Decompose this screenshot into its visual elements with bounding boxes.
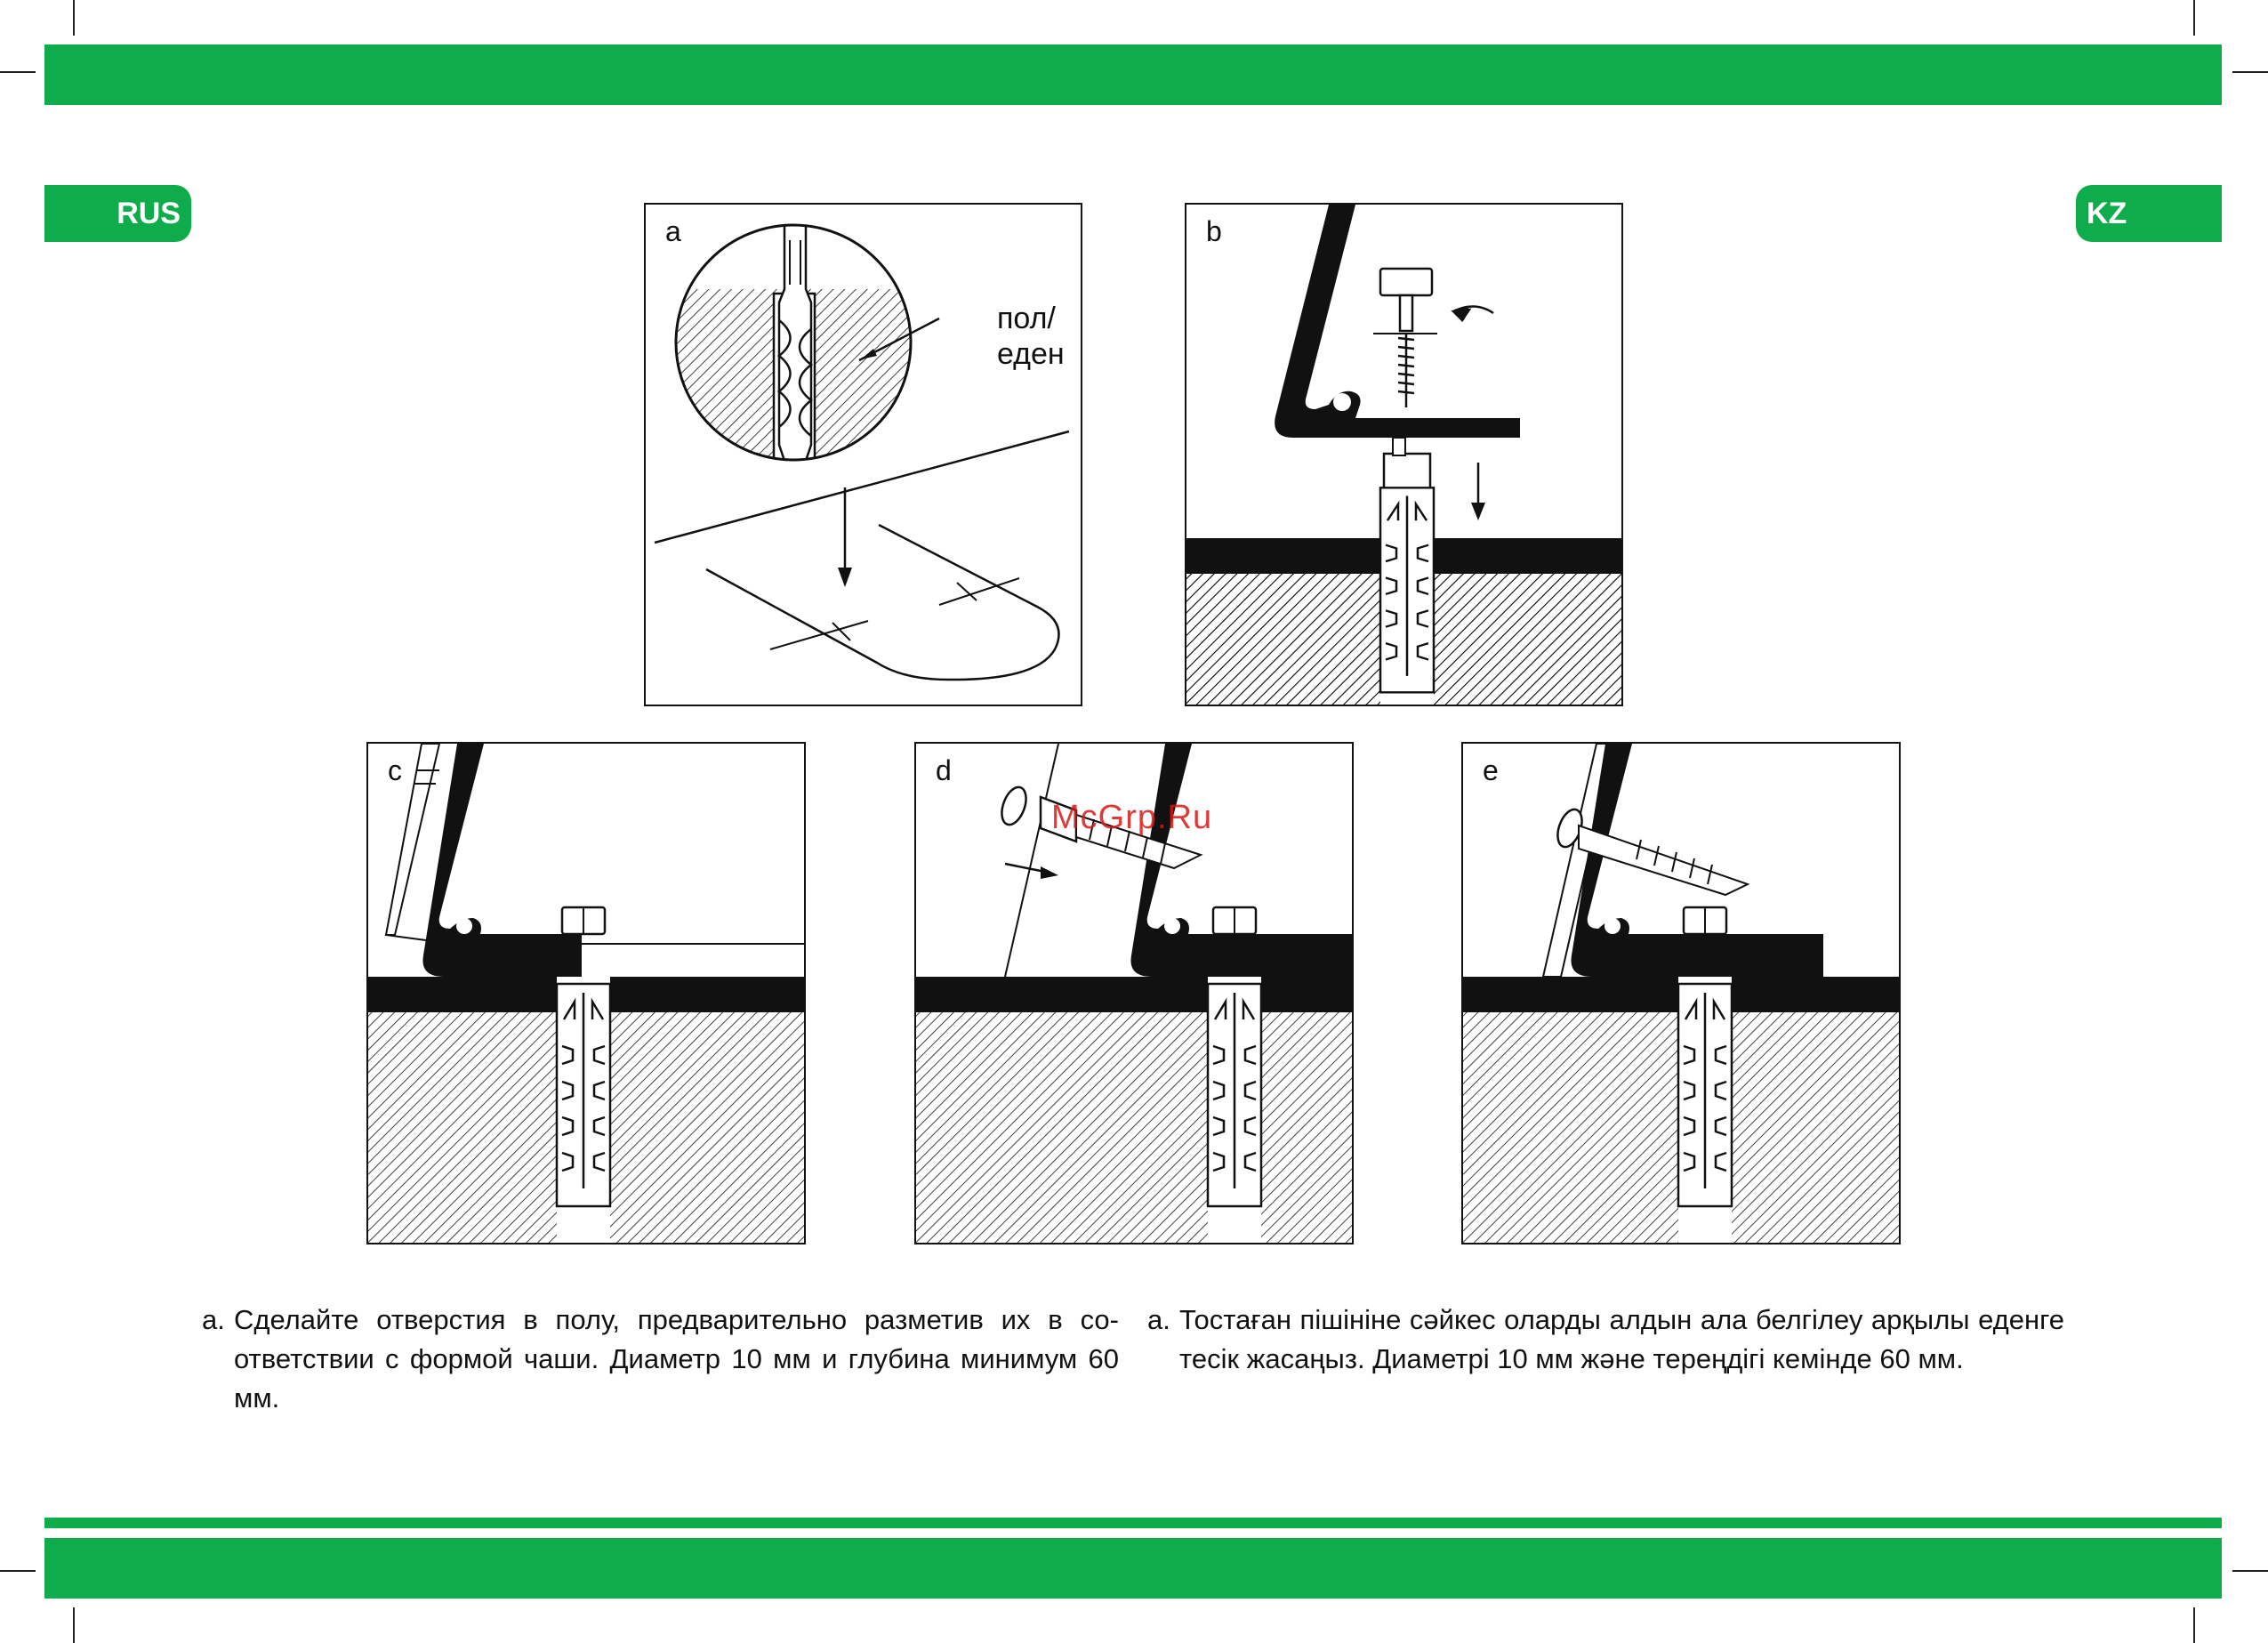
step-marker: a. — [202, 1301, 225, 1340]
crop-mark — [2232, 1570, 2268, 1572]
instruction-text: Тостаған пішініне сәйкес оларды алдын ал… — [1179, 1304, 2064, 1374]
crop-mark — [73, 1607, 75, 1643]
step-marker: a. — [1147, 1301, 1170, 1340]
crop-mark — [2232, 71, 2268, 73]
diagram-panel-e: e — [1461, 742, 1901, 1244]
floor-callout: пол/ еден — [997, 301, 1065, 372]
diagram-panel-c: c — [366, 742, 806, 1244]
panel-letter: e — [1483, 754, 1499, 787]
bowl-fixed-illustration — [368, 744, 806, 1244]
watermark: McGrp.Ru — [1051, 799, 1212, 837]
diagram-panel-a: a пол/ еден — [644, 203, 1082, 706]
crop-mark — [2193, 1607, 2195, 1643]
panel-letter: a — [665, 215, 681, 248]
drill-floor-illustration — [646, 205, 1082, 706]
instruction-rus: a. Сделайте отверстия в полу, предварите… — [234, 1301, 1119, 1418]
crop-mark — [73, 0, 75, 36]
language-tab-rus: RUS — [44, 185, 191, 242]
header-band — [44, 44, 2222, 105]
instruction-text: Сделайте отверстия в полу, предварительн… — [234, 1304, 1119, 1413]
anchor-insert-illustration — [1186, 205, 1623, 706]
footer-stripe — [44, 1518, 2222, 1528]
panel-letter: c — [388, 754, 402, 787]
crop-mark — [2193, 0, 2195, 36]
panel-letter: d — [936, 754, 952, 787]
diagram-panel-b: b — [1185, 203, 1623, 706]
final-fixing-illustration — [1463, 744, 1901, 1244]
footer-band — [44, 1538, 2222, 1599]
language-tab-label: KZ — [2087, 197, 2127, 231]
language-tab-label: RUS — [117, 197, 181, 231]
panel-letter: b — [1206, 215, 1222, 248]
crop-mark — [0, 1570, 36, 1572]
instruction-kz: a. Тостаған пішініне сәйкес оларды алдын… — [1179, 1301, 2064, 1379]
crop-mark — [0, 71, 36, 73]
language-tab-kz: KZ — [2076, 185, 2222, 242]
